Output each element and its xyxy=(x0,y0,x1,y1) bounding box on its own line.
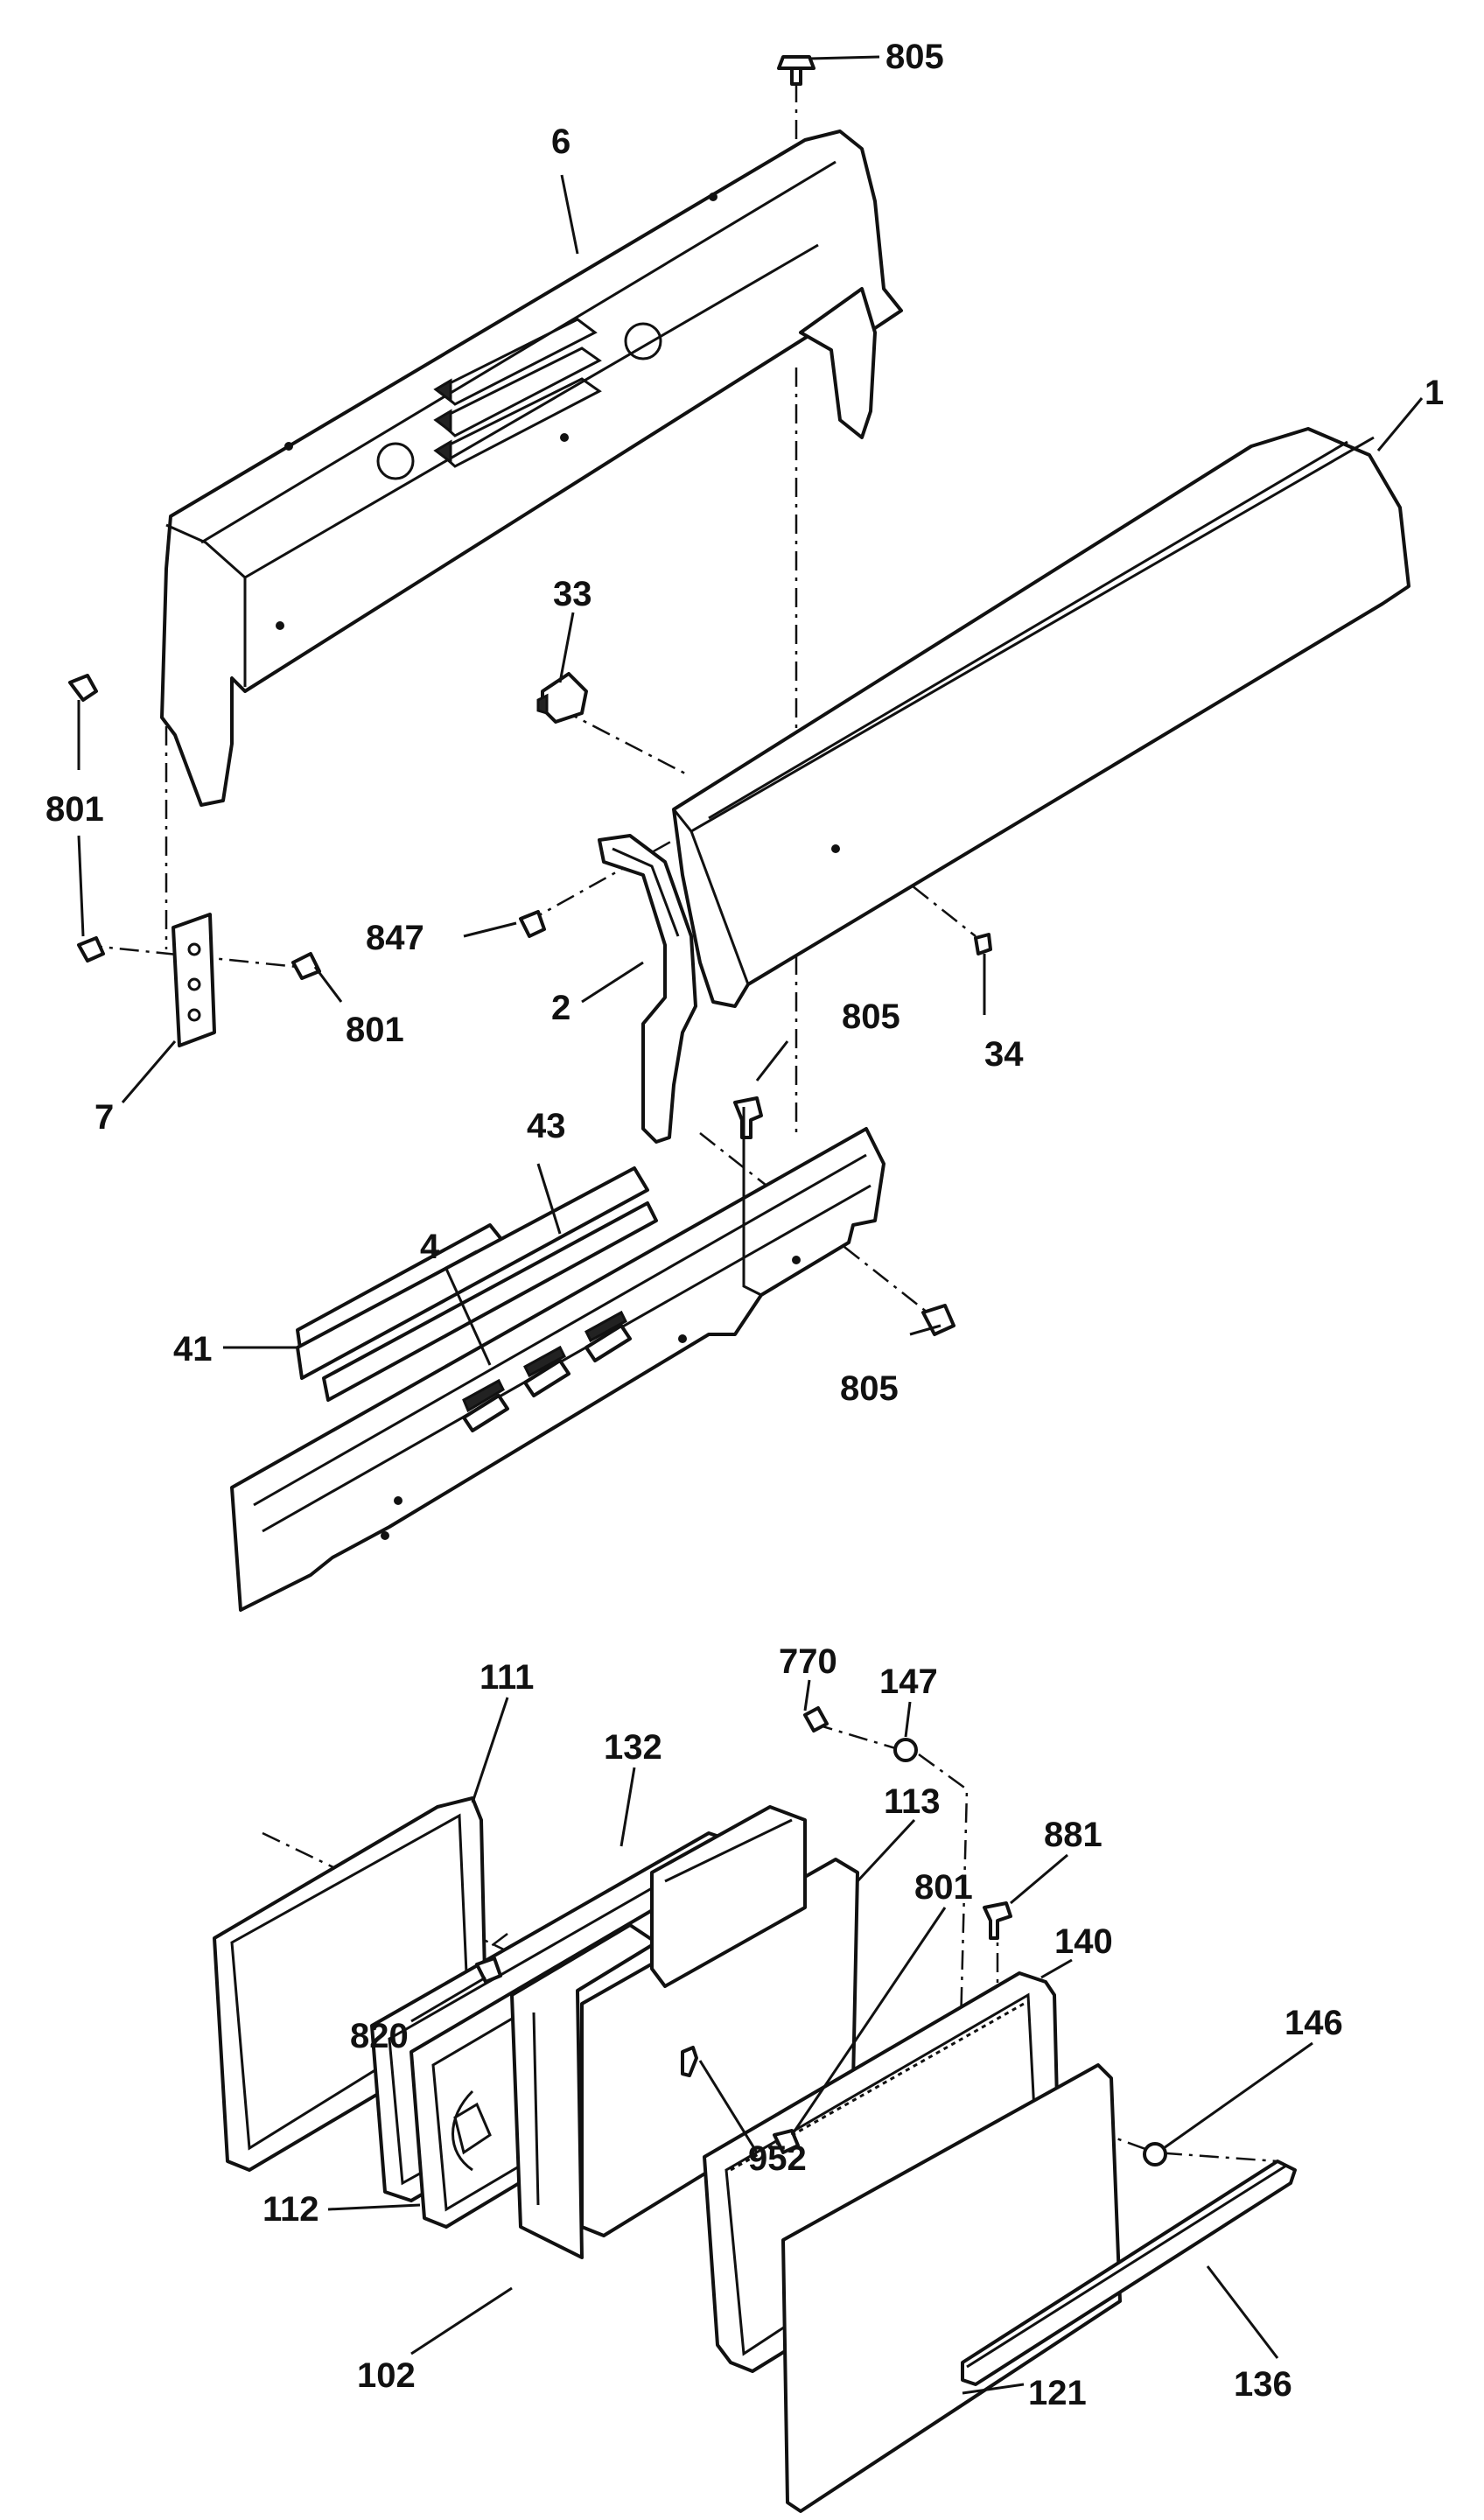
callout-112: 112 xyxy=(262,2190,319,2229)
callout-805-low: 805 xyxy=(840,1369,899,1408)
callout-34: 34 xyxy=(984,1035,1024,1074)
callout-801-door: 801 xyxy=(914,1868,973,1907)
callout-111: 111 xyxy=(480,1658,534,1697)
callout-820: 820 xyxy=(350,2017,409,2055)
part-121-glass xyxy=(781,2063,1122,2513)
part-7-bracket xyxy=(172,913,216,1047)
callout-952: 952 xyxy=(748,2139,807,2178)
callout-801-top: 801 xyxy=(46,790,104,829)
callout-805-top: 805 xyxy=(886,38,944,76)
part-1-trim-housing xyxy=(672,427,1410,1008)
part-6-backguard xyxy=(160,130,903,807)
callout-847: 847 xyxy=(366,919,424,957)
callout-113: 113 xyxy=(884,1782,941,1821)
callout-6: 6 xyxy=(551,122,570,161)
callout-146: 146 xyxy=(1284,2004,1343,2042)
callout-801-right: 801 xyxy=(346,1011,404,1049)
callout-2: 2 xyxy=(551,989,570,1027)
callout-labels: 805 6 1 33 801 847 801 2 805 34 7 43 4 4… xyxy=(46,38,1444,2412)
callout-41: 41 xyxy=(173,1330,213,1368)
part-41-43-4-inserts xyxy=(296,1166,658,1402)
callout-33: 33 xyxy=(553,575,592,613)
callout-43: 43 xyxy=(527,1107,566,1145)
callout-121: 121 xyxy=(1028,2374,1087,2412)
callout-132: 132 xyxy=(604,1728,662,1767)
callout-881: 881 xyxy=(1044,1816,1102,1854)
callout-136: 136 xyxy=(1234,2365,1292,2404)
callout-7: 7 xyxy=(94,1098,114,1137)
callout-805-mid: 805 xyxy=(842,998,900,1036)
leader-lines xyxy=(77,55,1424,2395)
callout-1: 1 xyxy=(1424,374,1444,412)
callout-147: 147 xyxy=(879,1662,938,1701)
callout-140: 140 xyxy=(1054,1922,1113,1961)
callout-770: 770 xyxy=(779,1642,837,1681)
callout-102: 102 xyxy=(357,2356,416,2395)
part-136-handle xyxy=(961,2160,1297,2386)
part-2-bracket xyxy=(598,834,697,1144)
part-main-control-panel xyxy=(230,1107,886,1612)
part-33-switch xyxy=(536,672,588,724)
fasteners-door xyxy=(475,1706,1167,2166)
callout-4: 4 xyxy=(420,1228,440,1266)
